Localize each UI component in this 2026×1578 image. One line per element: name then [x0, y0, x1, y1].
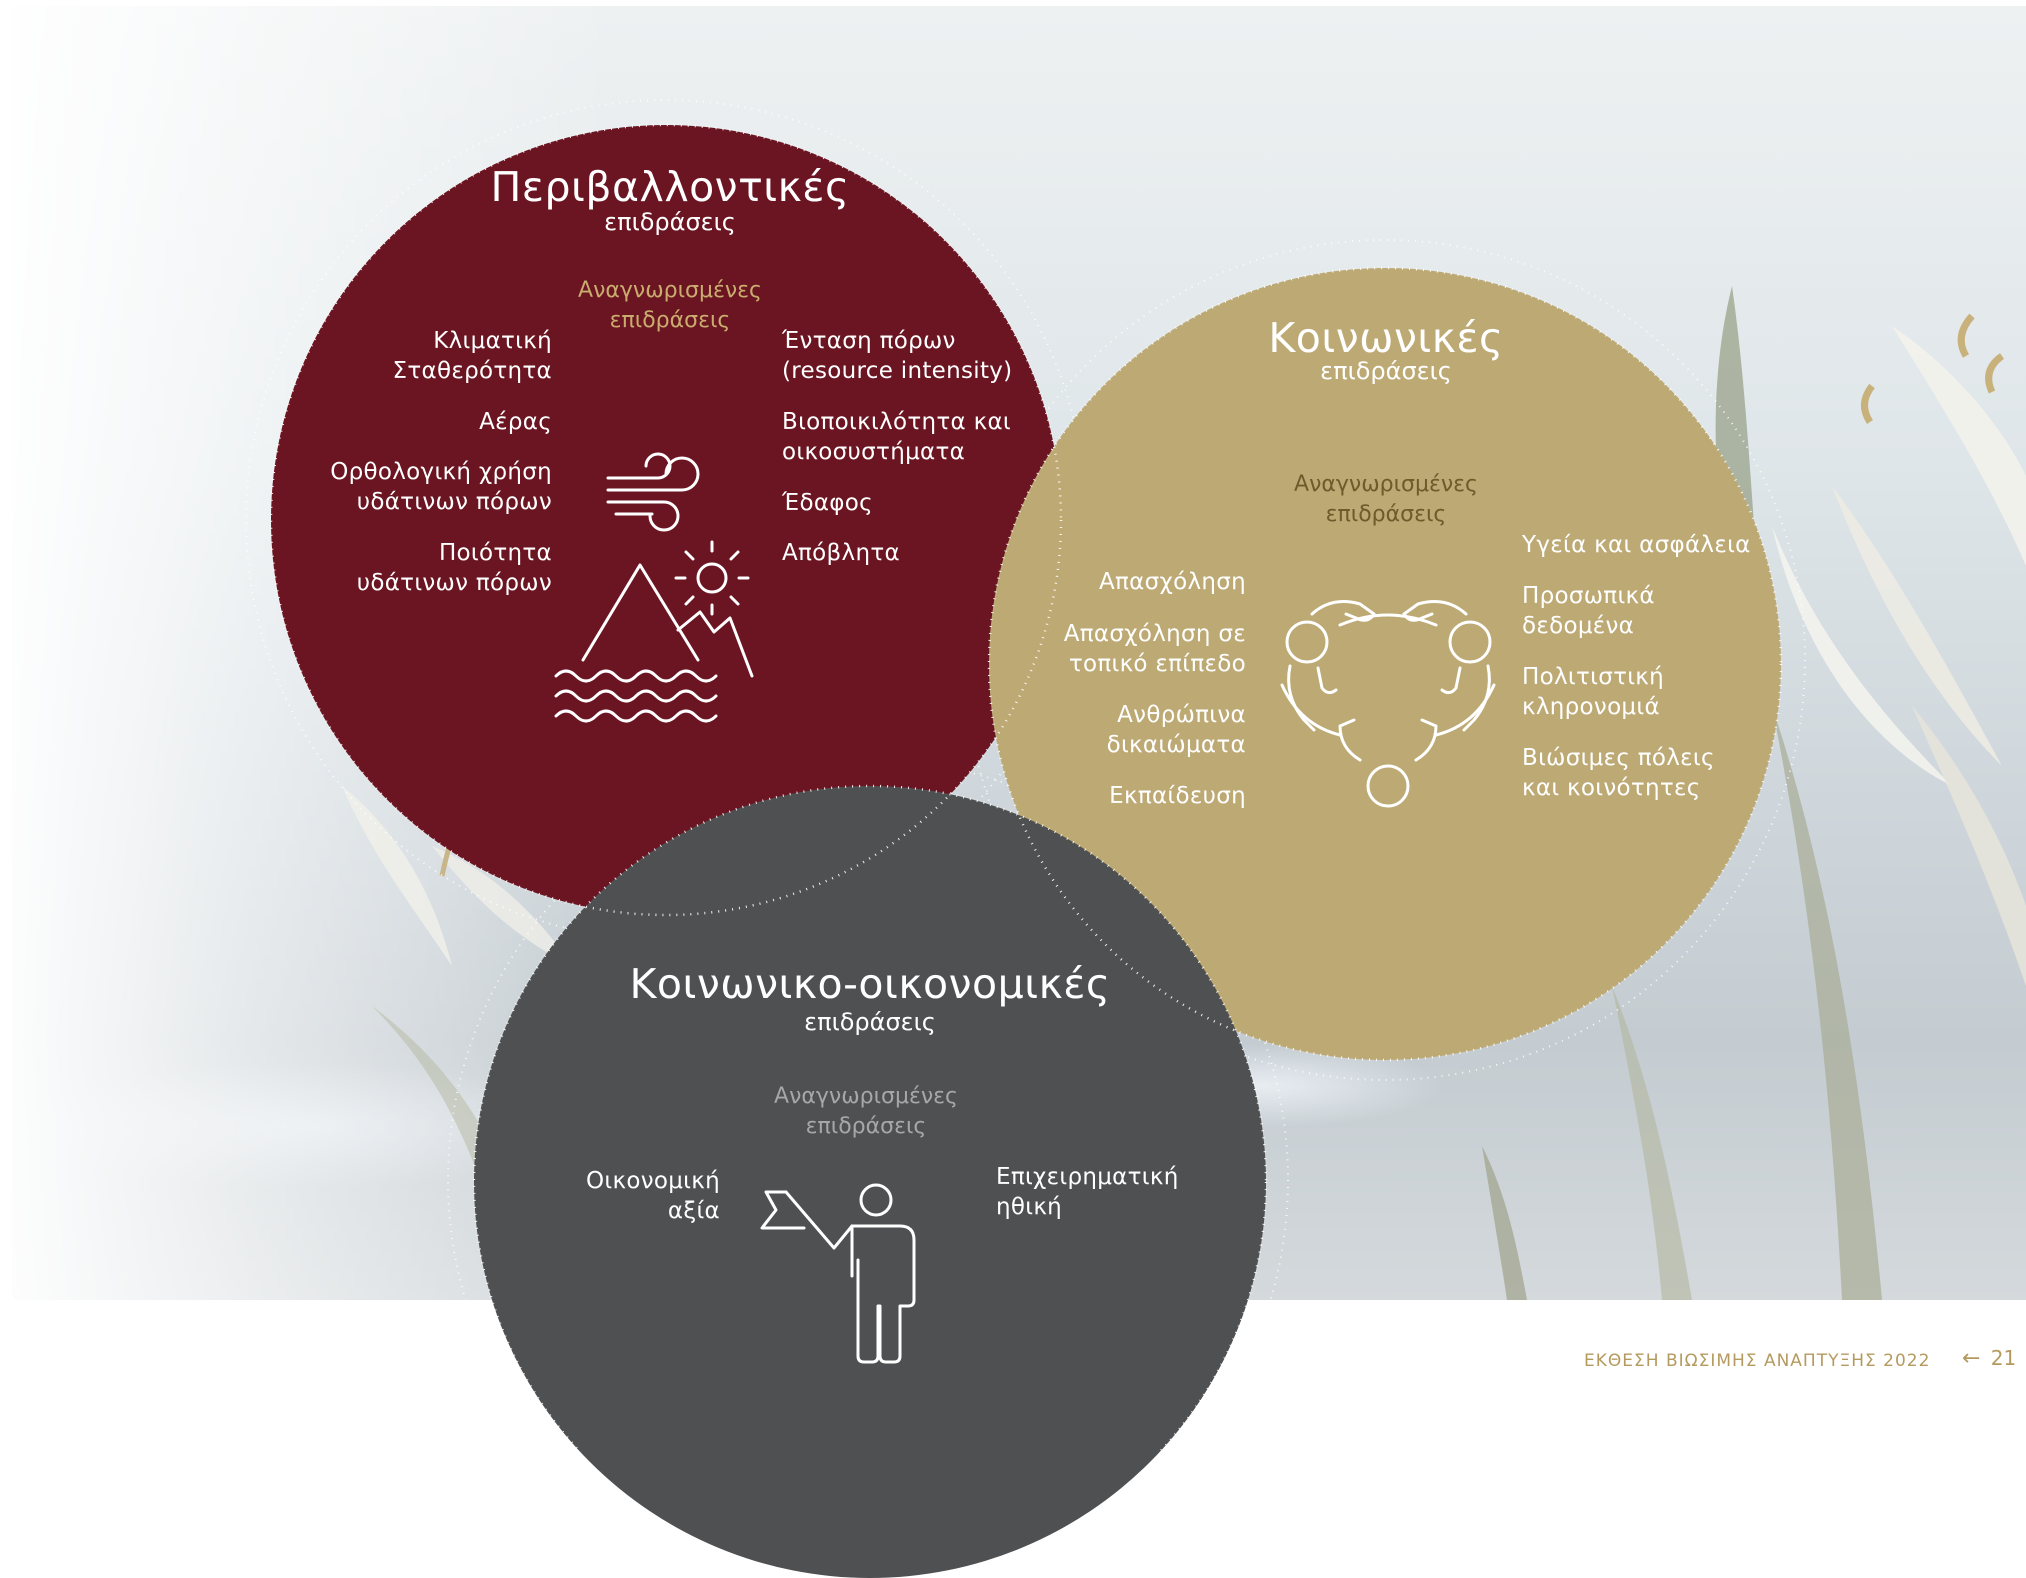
env-item-waste: Απόβλητα: [782, 540, 900, 566]
report-title: ΕΚΘΕΣΗ ΒΙΩΣΙΜΗΣ ΑΝΑΠΤΥΞΗΣ 2022: [1584, 1351, 1931, 1371]
env-item-resource-intensity: Ένταση πόρων(resource intensity): [782, 328, 1013, 384]
soc-item-health-safety: Υγεία και ασφάλεια: [1522, 532, 1751, 558]
social-subtitle: επιδράσεις: [1320, 357, 1452, 385]
social-icons: [1280, 600, 1496, 808]
socioeconomic-subtitle: επιδράσεις: [804, 1008, 936, 1036]
env-item-air: Αέρας: [479, 409, 552, 435]
person-flag-icon: [760, 1183, 916, 1364]
environmental-icons: [554, 452, 754, 723]
soc-item-employment: Απασχόληση: [1098, 569, 1246, 595]
social-recognized-label: Αναγνωρισμένες επιδράσεις: [1294, 472, 1478, 527]
mountain-sun-water-icon: [554, 540, 754, 723]
arrow-right-icon[interactable]: →: [2025, 1346, 2026, 1371]
social-title: Κοινωνικές: [1268, 314, 1504, 362]
env-item-soil: Έδαφος: [782, 490, 873, 516]
community-handshake-icon: [1280, 600, 1496, 808]
socioeconomic-icons: [760, 1183, 916, 1364]
environmental-subtitle: επιδράσεις: [604, 208, 736, 236]
arrow-left-icon[interactable]: ←: [1962, 1346, 1981, 1371]
environmental-title: Περιβαλλοντικές: [490, 163, 850, 211]
environmental-recognized-label: Αναγνωρισμένες επιδράσεις: [578, 278, 762, 333]
socioeconomic-recognized-label: Αναγνωρισμένες επιδράσεις: [774, 1084, 958, 1139]
overlap-dotted-arcs: [0, 0, 2026, 1452]
socioeconomic-title: Κοινωνικο-οικονομικές: [629, 960, 1111, 1008]
wind-icon: [606, 452, 700, 532]
page-navigation: ← 21 →: [1962, 1346, 2026, 1371]
environmental-circle: [271, 125, 1061, 915]
page-number: 21: [1990, 1346, 2017, 1370]
soc-item-education: Εκπαίδευση: [1109, 783, 1246, 809]
socioeconomic-circle: [474, 786, 1266, 1578]
